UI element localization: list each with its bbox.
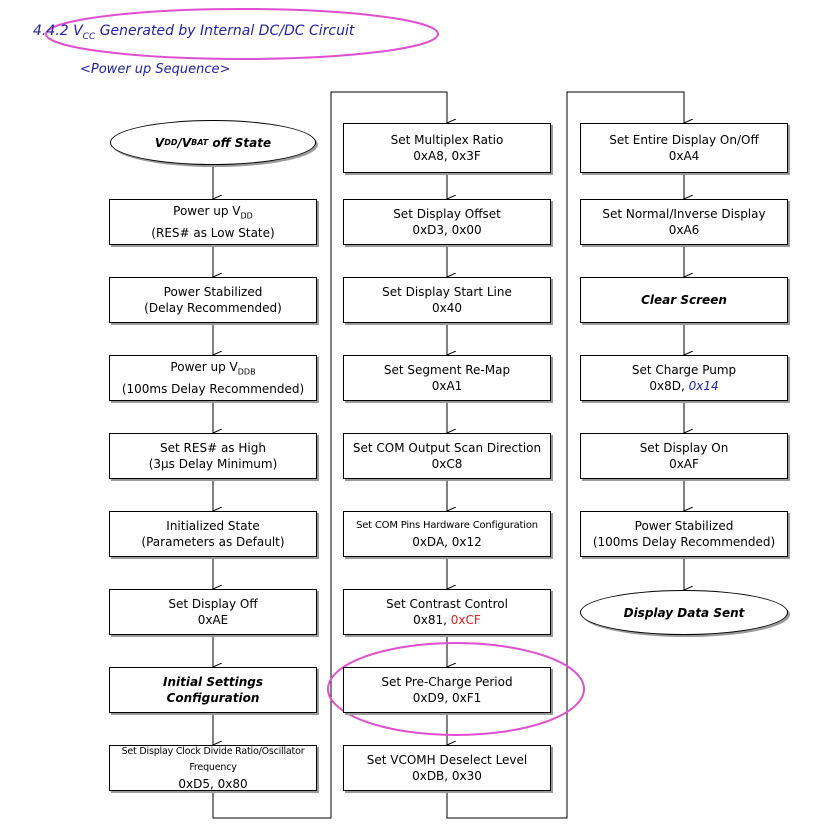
- step-clock-divide: Set Display Clock Divide Ratio/Oscillato…: [109, 745, 317, 791]
- section-heading: 4.4.2 VCC Generated by Internal DC/DC Ci…: [33, 23, 355, 42]
- end-state-ellipse: Display Data Sent: [580, 590, 788, 635]
- step-contrast-control: Set Contrast Control 0x81, 0xCF: [343, 589, 551, 635]
- highlight-oval-heading: [45, 8, 439, 60]
- step-initialized-state: Initialized State(Parameters as Default): [109, 511, 317, 557]
- step-power-up-vdd: Power up VDD (RES# as Low State): [109, 199, 317, 245]
- step-power-stabilized-final: Power Stabilized(100ms Delay Recommended…: [580, 511, 788, 557]
- step-clear-screen: Clear Screen: [580, 277, 788, 323]
- connector-col1-col2: [212, 91, 447, 819]
- step-charge-pump: Set Charge Pump 0x8D, 0x14: [580, 355, 788, 401]
- connector-col2-col3: [446, 91, 684, 819]
- highlight-oval-precharge: [327, 642, 585, 736]
- section-subtitle: <Power up Sequence>: [80, 62, 231, 77]
- step-power-stabilized: Power Stabilized(Delay Recommended): [109, 277, 317, 323]
- step-set-res-high: Set RES# as High(3μs Delay Minimum): [109, 433, 317, 479]
- step-power-up-vddb: Power up VDDB (100ms Delay Recommended): [109, 355, 317, 401]
